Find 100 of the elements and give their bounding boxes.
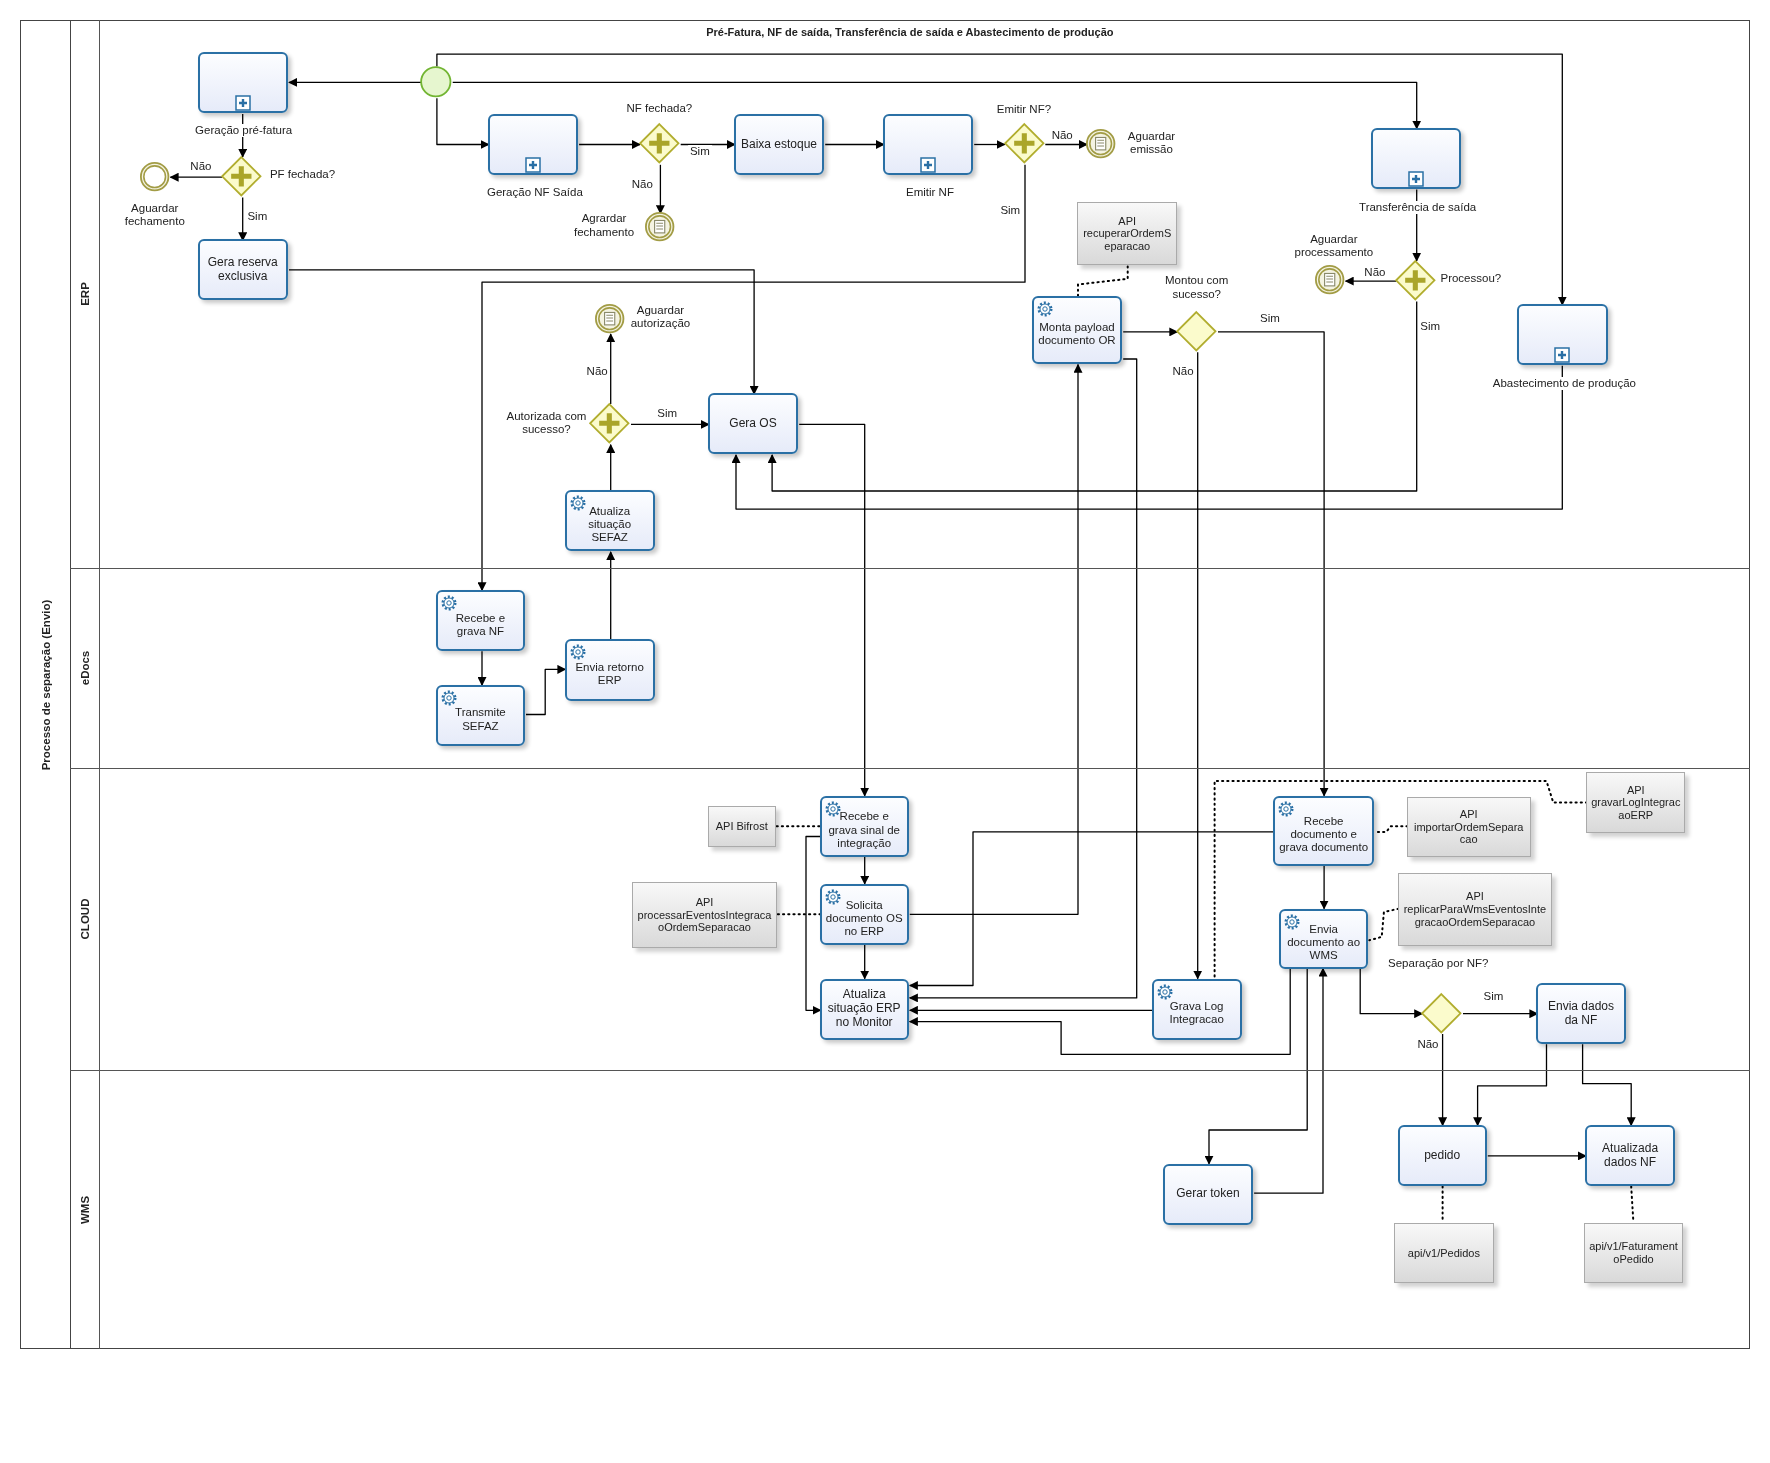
edge-label: Sim — [687, 145, 712, 158]
sequence-flow — [606, 333, 616, 405]
sequence-flow — [655, 164, 665, 215]
gateway-label: Autorizada com sucesso? — [505, 409, 588, 437]
sequence-flow — [798, 423, 870, 797]
service-task-box — [819, 883, 909, 945]
task-label: Atualizada dados NF — [1601, 1142, 1660, 1170]
sequence-flow — [1253, 967, 1328, 1194]
swimlane — [69, 1070, 1750, 1349]
gateway-label: Separação por NF? — [1387, 957, 1490, 971]
sequence-flow — [1581, 1043, 1636, 1127]
task-label: Recebe documento e grava documento — [1278, 814, 1370, 855]
lane-label: CLOUD — [78, 898, 91, 940]
edge-label: Sim — [1258, 312, 1282, 325]
edge-label: Não — [188, 159, 214, 172]
pool-label: Processo de separação (Envio) — [39, 599, 52, 770]
note-text: API gravarLogIntegracaoERP — [1591, 783, 1681, 822]
sequence-flow — [1204, 967, 1308, 1165]
sequence-flow — [973, 140, 1006, 149]
note-text: API recuperarOrdemSeparacao — [1082, 214, 1173, 253]
note-text: api/v1/FaturamentoPedido — [1588, 1240, 1679, 1266]
task-box — [1162, 1163, 1254, 1225]
pool — [20, 20, 1750, 1349]
edge-label: Não — [1362, 266, 1388, 279]
sequence-flow — [288, 77, 422, 87]
edge-label: Sim — [1418, 320, 1443, 333]
gateway-label: Montou com sucesso? — [1164, 274, 1230, 301]
sequence-flow — [1359, 967, 1424, 1019]
task-label: Recebe e grava sinal de integração — [827, 810, 901, 851]
subprocess-label: Abastecimento de produção — [1492, 376, 1636, 391]
sequence-flow — [1438, 1033, 1448, 1127]
edge-label: Não — [1049, 129, 1075, 142]
gateway-label: Emitir NF? — [995, 102, 1053, 117]
task-label: Atualiza situação ERP no Monitor — [826, 988, 902, 1030]
edge-label: Sim — [998, 203, 1023, 216]
sequence-flow — [1473, 1043, 1548, 1127]
service-task-box — [819, 795, 909, 857]
sequence-flow — [169, 172, 224, 182]
sequence-flow — [606, 551, 616, 640]
api-note — [1394, 1222, 1494, 1284]
sequence-flow — [452, 81, 1422, 130]
event-label: Aguardar fechamento — [123, 202, 186, 229]
sequence-flow — [860, 856, 870, 885]
sequence-flow — [908, 967, 1291, 1055]
api-note — [1397, 872, 1553, 946]
task-label: Baixa estoque — [740, 137, 817, 152]
association-line — [1077, 265, 1129, 298]
task-label: Transmite SEFAZ — [454, 706, 507, 733]
sequence-flow — [1217, 331, 1329, 797]
task-box — [733, 114, 825, 176]
api-note — [632, 881, 777, 949]
edge-label: Não — [1415, 1038, 1441, 1051]
sequence-flow — [908, 358, 1138, 1003]
sequence-flow — [767, 300, 1418, 492]
task-label: pedido — [1424, 1149, 1461, 1163]
service-task-box — [1031, 295, 1123, 364]
edge-label: Não — [629, 178, 655, 190]
gateway-label: PF fechada? — [269, 168, 337, 182]
event-label: Aguardar autorização — [629, 303, 692, 331]
sequence-flow — [860, 944, 870, 980]
lane-label: ERP — [78, 282, 91, 306]
service-task-box — [435, 685, 525, 747]
edge-label: Não — [584, 365, 610, 378]
sequence-flow — [1319, 865, 1329, 910]
edge-label: Não — [1170, 365, 1196, 378]
edge-label: Sim — [1481, 989, 1506, 1002]
service-task-box — [1151, 978, 1242, 1040]
lane-label: WMS — [78, 1195, 91, 1225]
service-task-box — [1279, 908, 1369, 969]
task-label: Grava Log Integracao — [1168, 999, 1225, 1027]
edge-label: Sim — [245, 209, 270, 222]
subprocess-label: Geração NF Saída — [486, 186, 583, 200]
sequence-flow — [578, 140, 641, 149]
lane-label: eDocs — [78, 650, 91, 686]
api-note — [1077, 202, 1178, 266]
event-label: Agrardar fechamento — [572, 212, 636, 239]
sequence-flow — [238, 196, 248, 242]
sequence-flow — [477, 650, 487, 687]
sequence-flow — [731, 365, 1563, 510]
api-note — [1583, 1222, 1684, 1284]
swimlane — [69, 567, 1750, 768]
sequence-flow — [606, 443, 616, 492]
sequence-flow — [1044, 140, 1088, 149]
task-label: Envia documento ao WMS — [1286, 922, 1362, 963]
task-box — [1397, 1125, 1487, 1187]
event-label: Aguardar emissão — [1126, 129, 1177, 157]
task-box — [707, 392, 799, 454]
task-label: Monta payload documento OR — [1037, 320, 1117, 347]
task-box — [1584, 1125, 1676, 1187]
event-label: Aguardar processamento — [1293, 232, 1375, 260]
diagram-title: Pré-Fatura, NF de saída, Transferência de saída e Abastecimento de produção — [705, 25, 1115, 38]
sequence-flow — [288, 269, 759, 395]
service-task-box — [435, 590, 525, 652]
sequence-flow — [477, 164, 1026, 592]
task-label: Envia dados da NF — [1547, 999, 1616, 1028]
note-text: API importarOrdemSeparacao — [1413, 807, 1525, 846]
task-label: Solicita documento OS no ERP — [824, 898, 904, 939]
task-box — [1536, 983, 1626, 1045]
task-label: Gera OS — [729, 416, 777, 431]
api-note — [707, 805, 776, 847]
